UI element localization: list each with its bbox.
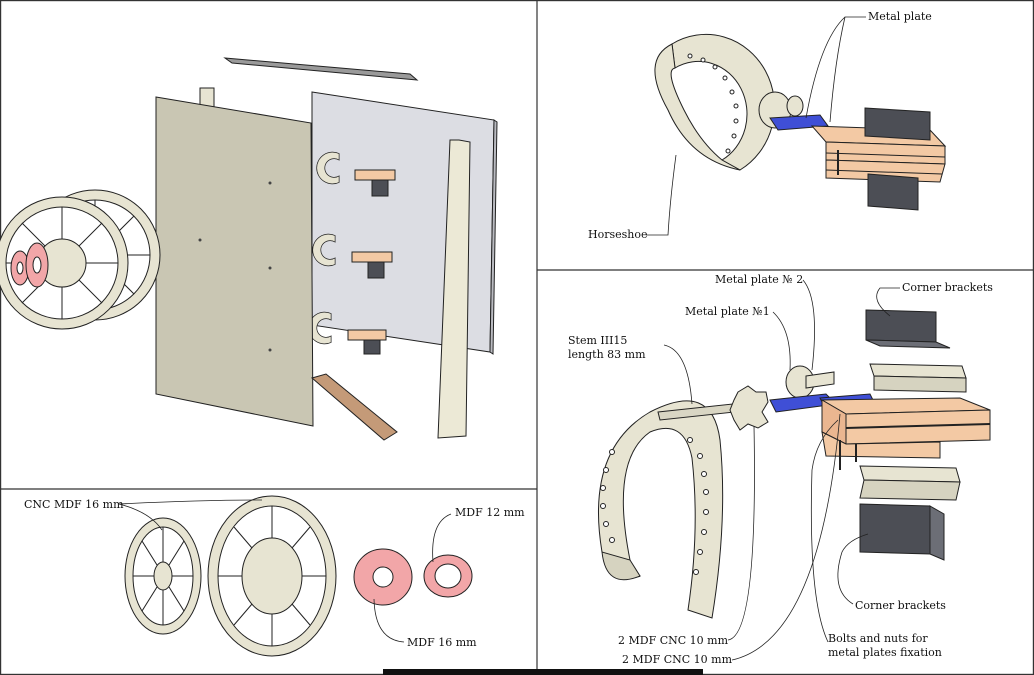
bracket-bottom xyxy=(867,173,919,211)
label-metal-plate: Metal plate xyxy=(868,10,932,23)
washer-16mm xyxy=(353,548,413,606)
bolts xyxy=(839,440,857,470)
clamp-block xyxy=(810,125,947,183)
washer-12mm xyxy=(423,554,473,598)
star-knob xyxy=(729,385,769,431)
label-bolts-line1: Bolts and nuts for xyxy=(828,632,928,645)
large-horseshoe xyxy=(598,400,724,619)
detailed-module xyxy=(598,309,991,619)
bottom-beam xyxy=(310,373,398,441)
wood-clamp xyxy=(820,397,991,459)
label-mdf-cnc-b: 2 MDF CNC 10 mm xyxy=(622,653,733,666)
corner-bracket-bottom xyxy=(859,503,945,561)
tr-labels: Metal plate Horseshoe xyxy=(588,10,932,241)
horseshoe-module-closeup xyxy=(654,34,947,211)
tr-leaders xyxy=(646,16,866,236)
reel-part-labels: CNC MDF 16 mm MDF 12 mm MDF 16 mm xyxy=(24,498,525,649)
label-mdf-12: MDF 12 mm xyxy=(455,506,525,519)
label-stem-line1: Stem III15 xyxy=(568,334,627,347)
label-cnc-mdf-16: CNC MDF 16 mm xyxy=(24,498,124,511)
label-metal-plate-1: Metal plate №1 xyxy=(685,305,770,318)
label-mdf-16: MDF 16 mm xyxy=(407,636,477,649)
reel-parts xyxy=(124,495,473,657)
bracket-top xyxy=(864,107,931,141)
exploded-assembly xyxy=(0,57,498,441)
spacer-top xyxy=(869,363,967,393)
br-labels: Metal plate № 2 Metal plate №1 Corner br… xyxy=(568,273,993,666)
label-mdf-cnc-a: 2 MDF CNC 10 mm xyxy=(618,634,729,647)
large-wheel xyxy=(207,495,337,657)
horseshoe-module xyxy=(308,311,387,355)
reel-front xyxy=(0,196,129,330)
br-leaders xyxy=(663,279,900,661)
label-stem-line2: length 83 mm xyxy=(568,348,646,361)
corner-bracket-top xyxy=(865,309,951,349)
label-corner-brackets-bottom: Corner brackets xyxy=(855,599,946,612)
horseshoe-module xyxy=(312,233,393,279)
reel-hub-washers xyxy=(10,242,49,288)
bottom-edge-strip xyxy=(383,669,703,675)
label-horseshoe: Horseshoe xyxy=(588,228,648,241)
small-wheel xyxy=(124,517,202,635)
horseshoe xyxy=(654,34,776,171)
round-nut xyxy=(785,365,835,399)
side-strip xyxy=(437,139,471,439)
reel-part-leaders xyxy=(118,499,452,643)
label-corner-brackets-top: Corner brackets xyxy=(902,281,993,294)
spacer-bottom xyxy=(859,465,961,501)
label-bolts-line2: metal plates fixation xyxy=(828,646,942,659)
top-strip xyxy=(223,57,419,81)
horseshoe-module xyxy=(316,151,396,197)
front-panel xyxy=(155,96,314,427)
label-metal-plate-2: Metal plate № 2 xyxy=(715,273,803,286)
